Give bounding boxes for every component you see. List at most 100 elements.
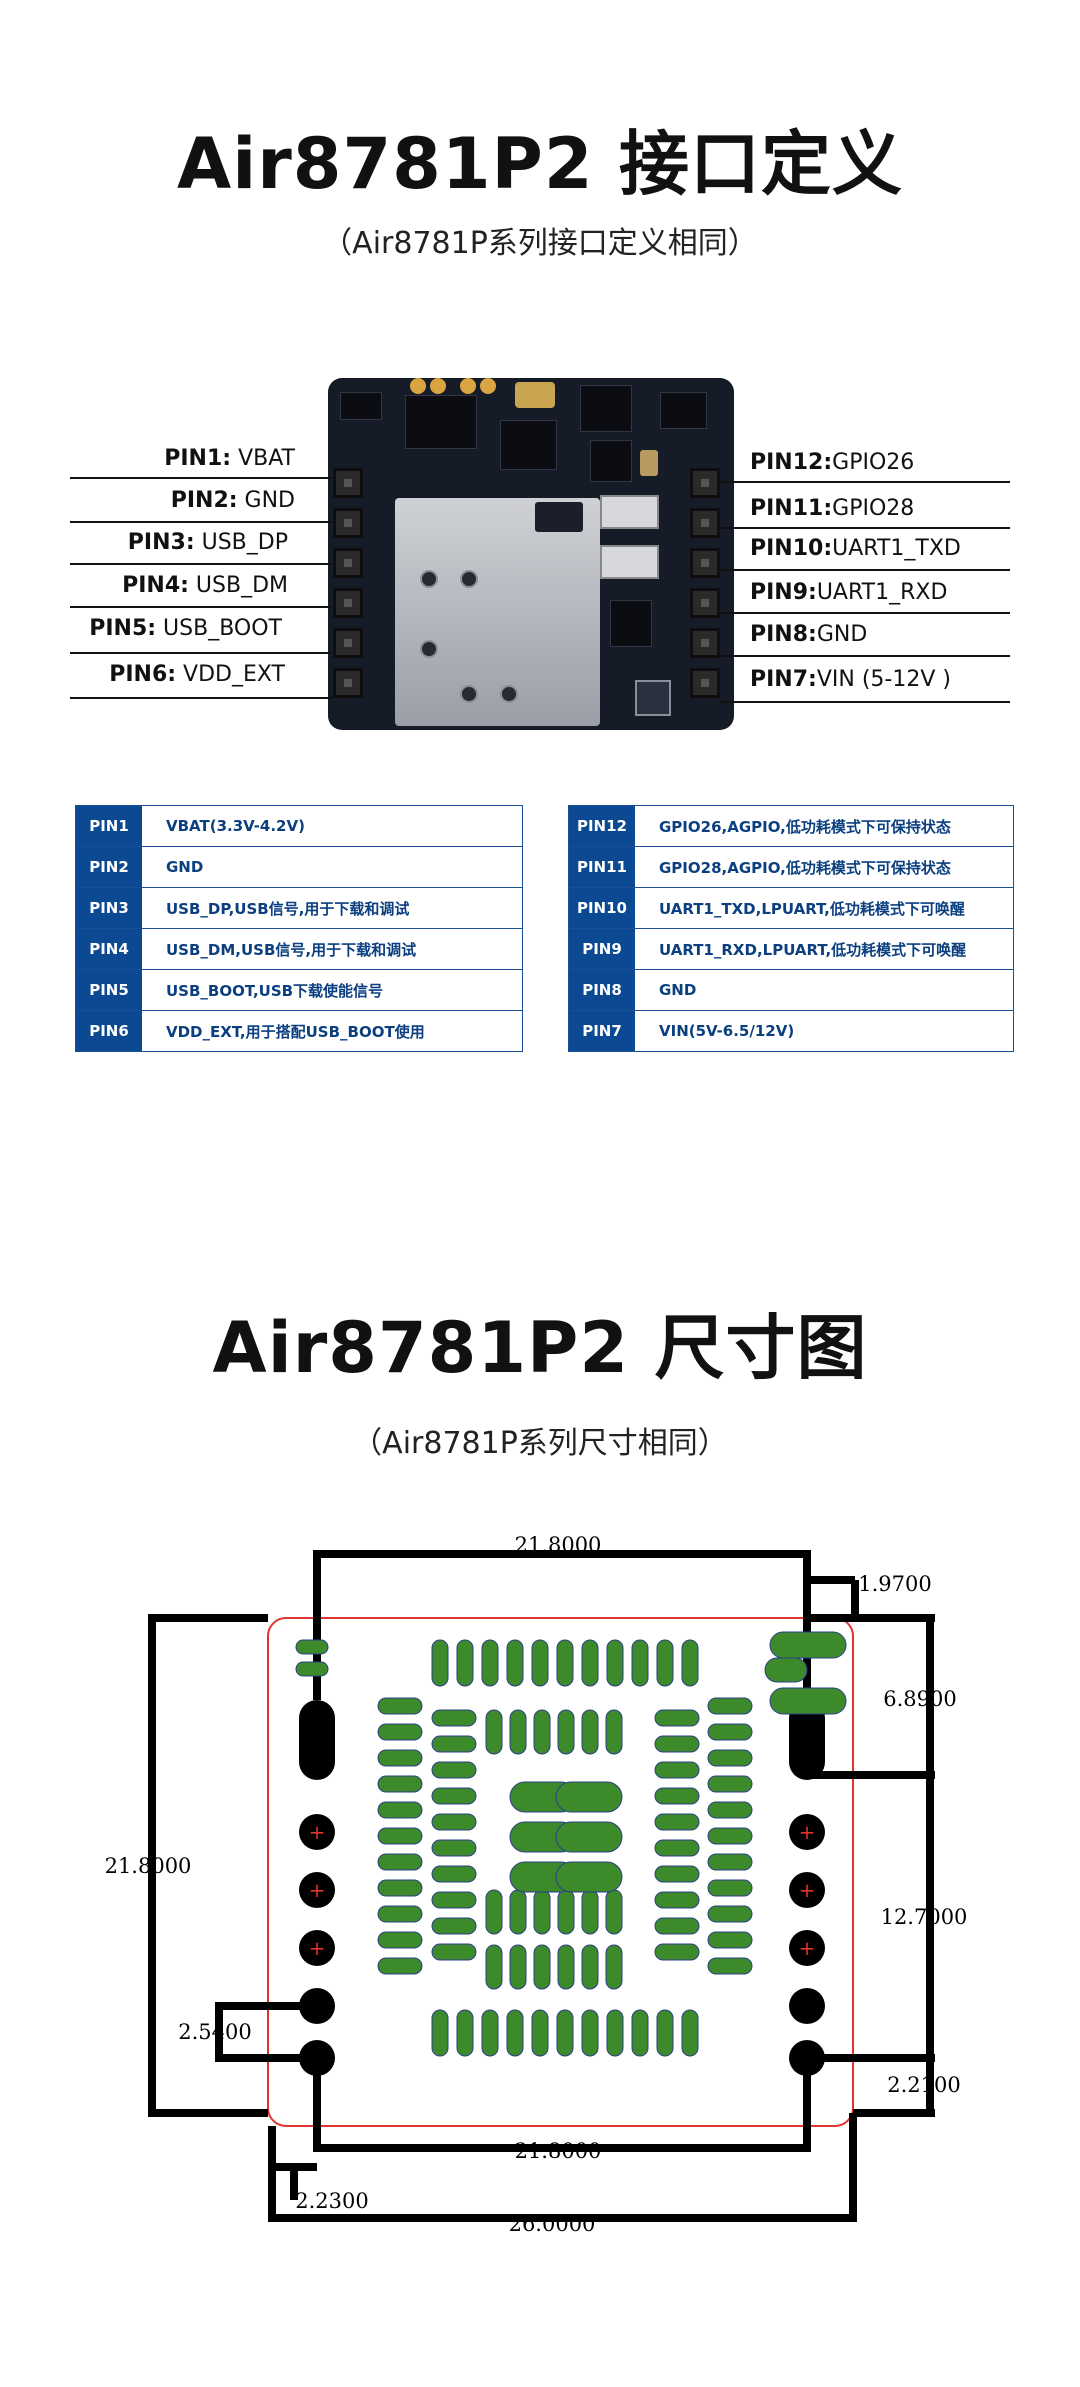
svg-text:+: + bbox=[309, 1936, 326, 1960]
svg-text:+: + bbox=[799, 1936, 816, 1960]
svg-text:+: + bbox=[799, 1820, 816, 1844]
table-pin-desc: GND bbox=[659, 981, 697, 999]
component bbox=[580, 385, 632, 432]
table-pin-desc: GND bbox=[166, 858, 204, 876]
table-pin-desc: USB_DP,USB信号,用于下载和调试 bbox=[166, 899, 410, 918]
pin-callout-9: PIN9:UART1_RXD bbox=[750, 580, 948, 605]
pinout-title: Air8781P2 接口定义 bbox=[177, 123, 903, 205]
pin-callout-11: PIN11:GPIO28 bbox=[750, 496, 915, 521]
table-row: PIN4 USB_DM,USB信号,用于下载和调试 bbox=[76, 929, 522, 970]
table-row: PIN5 USB_BOOT,USB下载使能信号 bbox=[76, 970, 522, 1011]
table-pin-code: PIN2 bbox=[76, 847, 142, 887]
pin-callout-8: PIN8:GND bbox=[750, 622, 868, 647]
table-row: PIN2 GND bbox=[76, 847, 522, 888]
table-row: PIN1 VBAT(3.3V-4.2V) bbox=[76, 806, 522, 847]
pin-callout-7: PIN7:VIN (5-12V ) bbox=[750, 667, 951, 692]
table-pin-code: PIN1 bbox=[76, 806, 142, 846]
sim-slot bbox=[535, 502, 583, 532]
table-pin-desc: VIN(5V-6.5/12V) bbox=[659, 1022, 795, 1040]
callout-line bbox=[70, 652, 332, 654]
sim-contact bbox=[500, 685, 518, 703]
table-row: PIN9 UART1_RXD,LPUART,低功耗模式下可唤醒 bbox=[569, 929, 1013, 970]
component bbox=[635, 680, 671, 716]
table-pin-code: PIN4 bbox=[76, 929, 142, 969]
table-pin-code: PIN8 bbox=[569, 970, 635, 1010]
pin-callout-4: PIN4: USB_DM bbox=[122, 573, 288, 598]
header-pin-11 bbox=[690, 508, 720, 538]
component bbox=[340, 392, 382, 420]
component bbox=[660, 392, 707, 429]
table-row: PIN8 GND bbox=[569, 970, 1013, 1011]
table-row: PIN6 VDD_EXT,用于搭配USB_BOOT使用 bbox=[76, 1011, 522, 1051]
table-row: PIN7 VIN(5V-6.5/12V) bbox=[569, 1011, 1013, 1051]
header-pin-3 bbox=[333, 548, 363, 578]
dimension-subtitle: （Air8781P系列尺寸相同） bbox=[352, 1426, 728, 1461]
table-row: PIN12 GPIO26,AGPIO,低功耗模式下可保持状态 bbox=[569, 806, 1013, 847]
table-row: PIN10 UART1_TXD,LPUART,低功耗模式下可唤醒 bbox=[569, 888, 1013, 929]
sim-contact bbox=[420, 640, 438, 658]
table-pin-desc: UART1_RXD,LPUART,低功耗模式下可唤醒 bbox=[659, 940, 967, 959]
table-pin-desc: GPIO26,AGPIO,低功耗模式下可保持状态 bbox=[659, 817, 951, 836]
header-pin-2 bbox=[333, 508, 363, 538]
pin-callout-6: PIN6: VDD_EXT bbox=[109, 662, 285, 687]
callout-line bbox=[70, 697, 332, 699]
table-pin-code: PIN5 bbox=[76, 970, 142, 1010]
table-pin-desc: VDD_EXT,用于搭配USB_BOOT使用 bbox=[166, 1022, 425, 1041]
dim-top-width: 21.8000 bbox=[515, 1533, 602, 1557]
through-hole-pads: + + + + + + bbox=[299, 1700, 825, 2076]
svg-text:+: + bbox=[309, 1820, 326, 1844]
table-pin-desc: GPIO28,AGPIO,低功耗模式下可保持状态 bbox=[659, 858, 951, 877]
table-pin-desc: VBAT(3.3V-4.2V) bbox=[166, 817, 305, 835]
antenna-connector bbox=[600, 545, 659, 579]
board-outline bbox=[267, 1617, 854, 2127]
callout-line bbox=[720, 612, 1010, 614]
callout-line bbox=[720, 481, 1010, 483]
table-pin-code: PIN12 bbox=[569, 806, 635, 846]
table-pin-code: PIN6 bbox=[76, 1011, 142, 1051]
dim-left-pitch: 2.5400 bbox=[178, 2020, 251, 2044]
pin-callout-2: PIN2: GND bbox=[170, 488, 295, 513]
table-pin-desc: USB_DM,USB信号,用于下载和调试 bbox=[166, 940, 417, 959]
header-pin-9 bbox=[690, 588, 720, 618]
crystal bbox=[515, 382, 555, 408]
pin-callout-3: PIN3: USB_DP bbox=[127, 530, 288, 555]
header-pin-5 bbox=[333, 628, 363, 658]
dim-right-upper: 6.8900 bbox=[883, 1687, 956, 1711]
test-pad bbox=[410, 378, 426, 394]
table-pin-desc: UART1_TXD,LPUART,低功耗模式下可唤醒 bbox=[659, 899, 965, 918]
dim-right-lower: 2.2100 bbox=[887, 2073, 960, 2097]
callout-line bbox=[70, 477, 332, 479]
callout-line bbox=[70, 563, 332, 565]
antenna-connector bbox=[600, 495, 659, 529]
component bbox=[610, 600, 652, 647]
test-pad bbox=[460, 378, 476, 394]
table-pin-desc: USB_BOOT,USB下载使能信号 bbox=[166, 981, 384, 1000]
component bbox=[640, 450, 658, 476]
dim-left-height: 21.8000 bbox=[105, 1854, 192, 1878]
test-pad bbox=[430, 378, 446, 394]
header-pin-6 bbox=[333, 668, 363, 698]
header-pin-7 bbox=[690, 668, 720, 698]
table-pin-code: PIN9 bbox=[569, 929, 635, 969]
dim-top-right-offset: 1.9700 bbox=[858, 1572, 931, 1596]
table-pin-code: PIN10 bbox=[569, 888, 635, 928]
dim-right-mid: 12.7000 bbox=[881, 1905, 968, 1929]
dim-bottom-width: 21.8000 bbox=[515, 2139, 602, 2163]
table-pin-code: PIN7 bbox=[569, 1011, 635, 1051]
test-pad bbox=[480, 378, 496, 394]
callout-line bbox=[720, 569, 1010, 571]
pin-callout-12: PIN12:GPIO26 bbox=[750, 450, 915, 475]
callout-line bbox=[70, 521, 332, 523]
svg-text:+: + bbox=[799, 1878, 816, 1902]
dimension-title: Air8781P2 尺寸图 bbox=[212, 1307, 868, 1389]
component bbox=[500, 420, 557, 470]
pin-callout-5: PIN5: USB_BOOT bbox=[89, 616, 282, 641]
pinout-subtitle: （Air8781P系列接口定义相同） bbox=[322, 226, 758, 261]
sim-contact bbox=[460, 685, 478, 703]
header-pin-8 bbox=[690, 628, 720, 658]
header-pin-1 bbox=[333, 468, 363, 498]
